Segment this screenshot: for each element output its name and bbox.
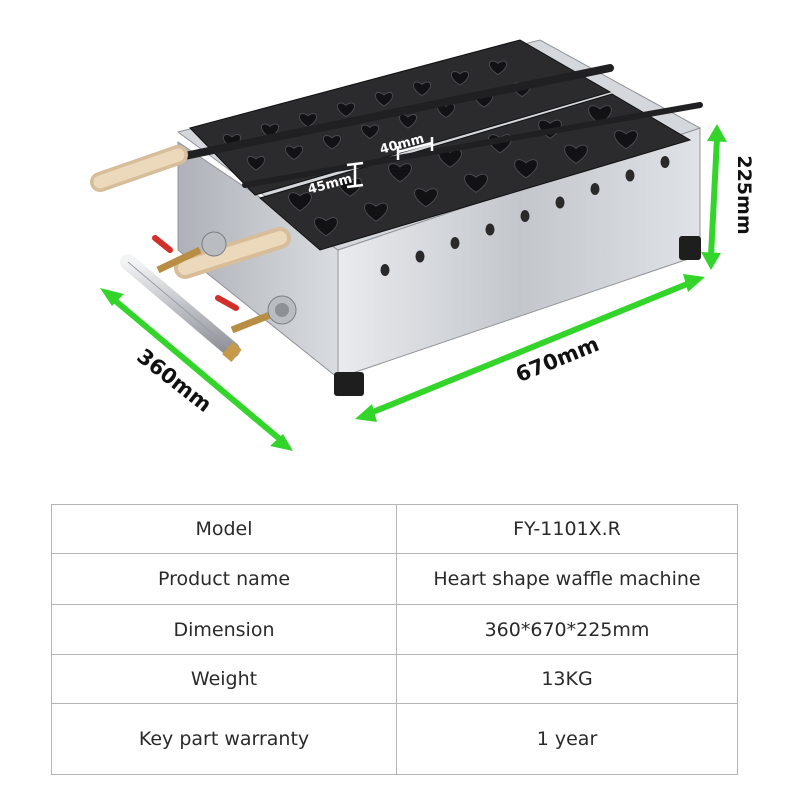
heart-cavity [438, 148, 462, 168]
spec-value: 13KG [396, 654, 738, 704]
depth-label: 360mm [132, 344, 216, 417]
heart-cavity [375, 92, 393, 107]
heart-cavities [223, 60, 638, 237]
spec-value: 1 year [396, 703, 738, 775]
foot-front-left [334, 372, 364, 396]
handle-front [174, 227, 291, 279]
heart-cavity [451, 71, 469, 86]
spec-row-product-name: Product name Heart shape waffle machine [51, 553, 738, 605]
waffle-machine-image [90, 39, 703, 396]
height-arrow [701, 124, 727, 270]
heart-cavity [388, 163, 412, 183]
spec-label: Dimension [51, 604, 397, 655]
heart-cavity [361, 124, 379, 140]
hinge-rod-front [242, 102, 703, 188]
heart-cavity [413, 81, 431, 97]
spec-value: 360*670*225mm [396, 604, 738, 655]
heart-cavity [437, 103, 455, 119]
heart-cavity [464, 173, 488, 193]
vent-hole [485, 223, 495, 236]
gas-valves [152, 231, 297, 334]
product-figure: 360mm 670mm 225mm 40mm 45mm [90, 39, 755, 451]
vent-hole [625, 169, 635, 182]
gas-pipe [120, 254, 242, 362]
cavity-dimension-marks [346, 137, 434, 189]
height-label: 225mm [733, 155, 755, 234]
heart-cavity [514, 159, 538, 179]
spec-label: Product name [51, 553, 397, 605]
spec-value: Heart shape waffle machine [396, 553, 738, 605]
spec-label: Model [51, 504, 397, 554]
heart-cavity [364, 202, 388, 222]
vent-hole [415, 250, 425, 263]
width-arrow [355, 274, 705, 422]
heart-cavity [247, 156, 265, 171]
hinge-rod-rear [171, 64, 614, 162]
spec-row-warranty: Key part warranty 1 year [51, 703, 738, 775]
width-label: 670mm [512, 332, 602, 387]
spec-row-weight: Weight 13KG [51, 654, 738, 704]
depth-arrow [100, 288, 293, 451]
vent-hole [520, 210, 530, 222]
vent-hole [380, 264, 390, 276]
heart-cavity [285, 145, 303, 161]
heart-cavity [399, 114, 417, 129]
vent-hole [450, 237, 460, 249]
heart-cavity [288, 192, 312, 212]
spec-label: Key part warranty [51, 703, 397, 775]
heart-cavity [614, 130, 638, 150]
vent-holes [380, 156, 670, 276]
spec-value: FY-1101X.R [396, 504, 738, 554]
spec-row-model: Model FY-1101X.R [51, 504, 738, 554]
vent-hole [590, 183, 600, 195]
heart-cavity [414, 188, 438, 208]
heart-cavity [299, 113, 317, 128]
heart-cavity [323, 135, 341, 150]
heart-cavity [564, 144, 588, 164]
heart-cavity [337, 102, 355, 118]
spec-label: Weight [51, 654, 397, 704]
vent-hole [555, 196, 565, 209]
spec-row-dimension: Dimension 360*670*225mm [51, 604, 738, 655]
handle-rear [90, 145, 188, 192]
spec-table: Model FY-1101X.R Product name Heart shap… [51, 504, 738, 775]
foot-front-right [679, 236, 701, 260]
heart-cavity [489, 60, 507, 76]
heart-cavity [314, 217, 338, 237]
vent-hole [660, 156, 670, 168]
